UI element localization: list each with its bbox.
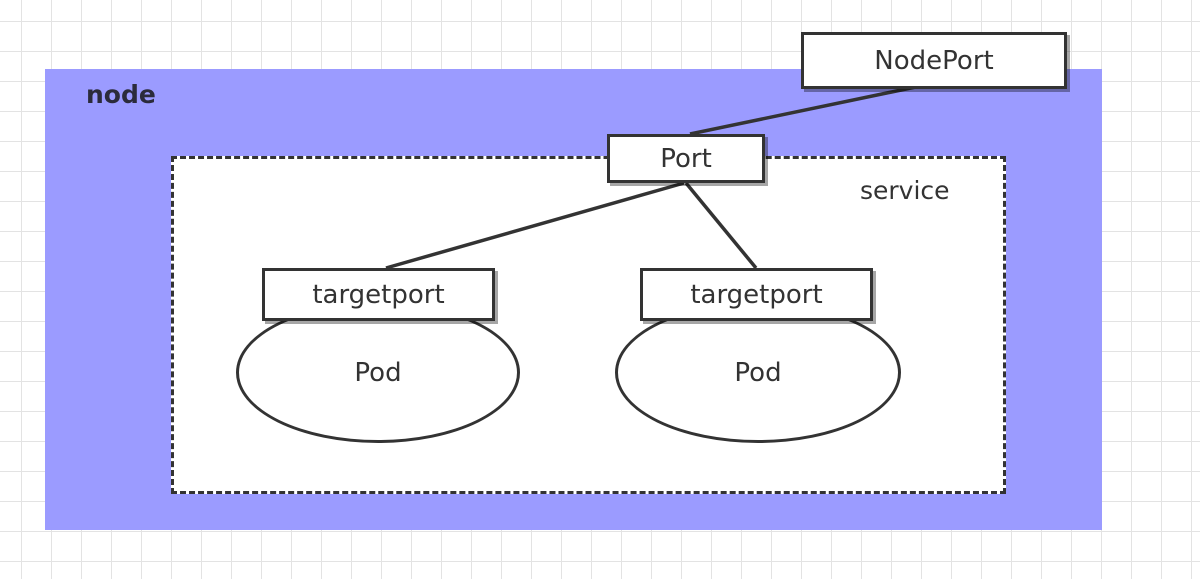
port-box: Port <box>607 134 765 183</box>
connector-port-targetport-2 <box>684 181 758 270</box>
nodeport-box: NodePort <box>801 32 1067 89</box>
connector-port-targetport-1 <box>385 181 685 270</box>
targetport-box-2: targetport <box>640 268 873 321</box>
targetport-2-label: targetport <box>690 279 823 310</box>
service-label: service <box>860 176 950 205</box>
targetport-1-label: targetport <box>312 279 445 310</box>
connector-nodeport-port <box>689 82 931 136</box>
targetport-box-1: targetport <box>262 268 495 321</box>
nodeport-label: NodePort <box>874 45 994 76</box>
pod-2: Pod <box>615 302 901 443</box>
node-label: node <box>86 80 156 109</box>
pod-2-label: Pod <box>734 357 782 388</box>
port-label: Port <box>660 143 712 174</box>
pod-1-label: Pod <box>354 357 402 388</box>
